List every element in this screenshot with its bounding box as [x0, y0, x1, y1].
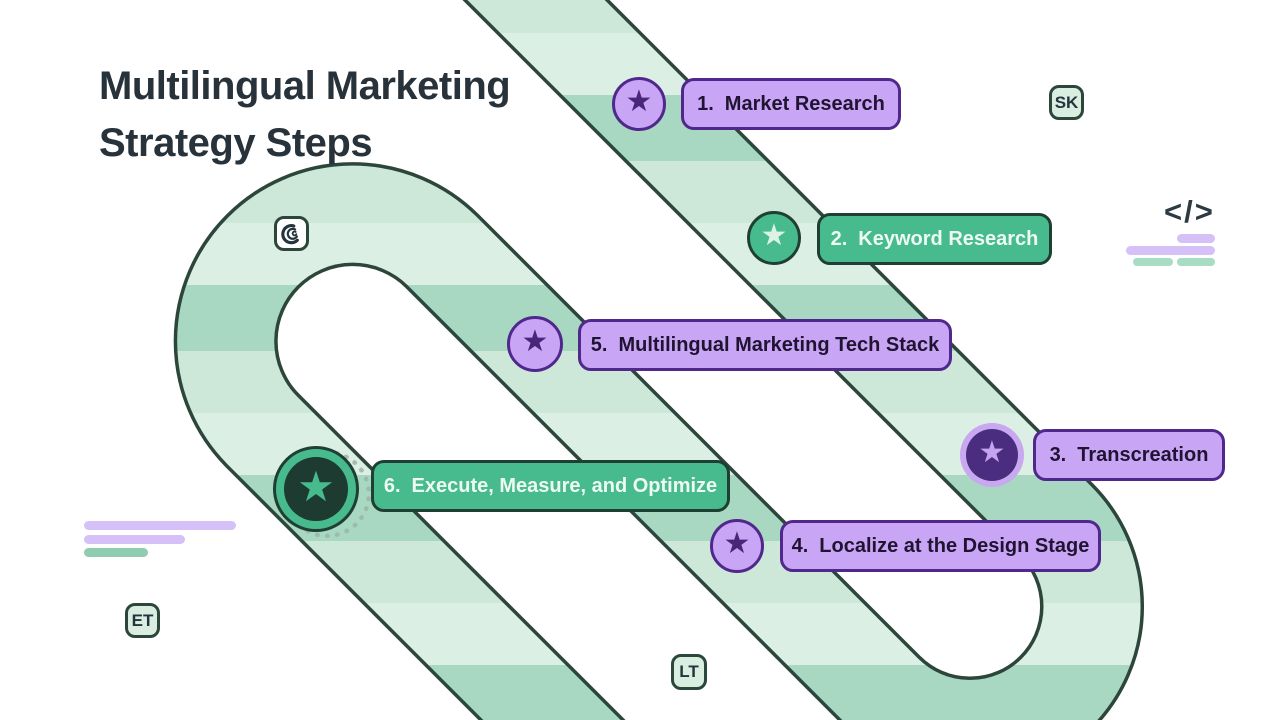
step-number: 3.	[1049, 443, 1067, 466]
step-node-2[interactable]: ★	[747, 211, 801, 265]
step-node-3-disc: ★	[966, 429, 1018, 481]
globe-icon-glyph	[280, 223, 299, 244]
globe-icon[interactable]	[274, 216, 309, 251]
step-number: 2.	[830, 227, 848, 250]
step-label: Multilingual Marketing Tech Stack	[618, 333, 940, 356]
step-label: Keyword Research	[858, 227, 1039, 250]
step-badge-1[interactable]: 1. Market Research	[681, 78, 901, 130]
star-icon: ★	[297, 463, 335, 510]
page-title-line2: Strategy Steps	[99, 121, 373, 165]
decor-line	[84, 535, 185, 544]
step-badge-2[interactable]: 2. Keyword Research	[817, 213, 1052, 265]
step-node-4[interactable]: ★	[710, 519, 764, 573]
star-icon: ★	[723, 527, 751, 560]
page-title: Multilingual Marketing Strategy Steps	[99, 58, 511, 172]
step-node-6-disc: ★	[284, 457, 348, 521]
star-icon: ★	[978, 436, 1006, 469]
decor-line	[1126, 246, 1215, 255]
language-tag-label: LT	[679, 662, 699, 681]
step-node-3[interactable]: ★	[960, 423, 1024, 487]
step-label: Transcreation	[1077, 443, 1209, 466]
language-tag-et[interactable]: ET	[125, 603, 160, 638]
step-number: 1.	[697, 92, 714, 115]
step-badge-6[interactable]: 6. Execute, Measure, and Optimize	[371, 460, 730, 512]
decor-line	[84, 521, 236, 530]
step-badge-4[interactable]: 4. Localize at the Design Stage	[780, 520, 1101, 572]
star-icon: ★	[760, 219, 788, 252]
step-label: Execute, Measure, and Optimize	[411, 474, 718, 497]
step-number: 6.	[383, 474, 401, 497]
decor-line	[1133, 258, 1173, 266]
star-icon: ★	[521, 325, 549, 358]
language-tag-label: ET	[131, 610, 154, 630]
step-node-1[interactable]: ★	[612, 77, 666, 131]
step-node-5[interactable]: ★	[507, 316, 563, 372]
step-label: Market Research	[724, 92, 885, 115]
language-tag-label: SK	[1054, 92, 1079, 112]
decor-line	[1177, 258, 1215, 266]
language-tag-sk[interactable]: SK	[1049, 85, 1084, 120]
decor-line	[1177, 234, 1215, 243]
step-node-6[interactable]: ★	[273, 446, 359, 532]
step-label: Localize at the Design Stage	[819, 534, 1090, 557]
star-icon: ★	[625, 85, 653, 118]
step-number: 5.	[590, 333, 608, 356]
step-badge-3[interactable]: 3. Transcreation	[1033, 429, 1225, 481]
step-badge-5[interactable]: 5. Multilingual Marketing Tech Stack	[578, 319, 952, 371]
decor-line	[84, 548, 148, 557]
step-number: 4.	[791, 534, 809, 557]
code-icon: </>	[1164, 194, 1215, 229]
language-tag-lt[interactable]: LT	[671, 654, 707, 690]
page-title-line1: Multilingual Marketing	[99, 64, 511, 108]
